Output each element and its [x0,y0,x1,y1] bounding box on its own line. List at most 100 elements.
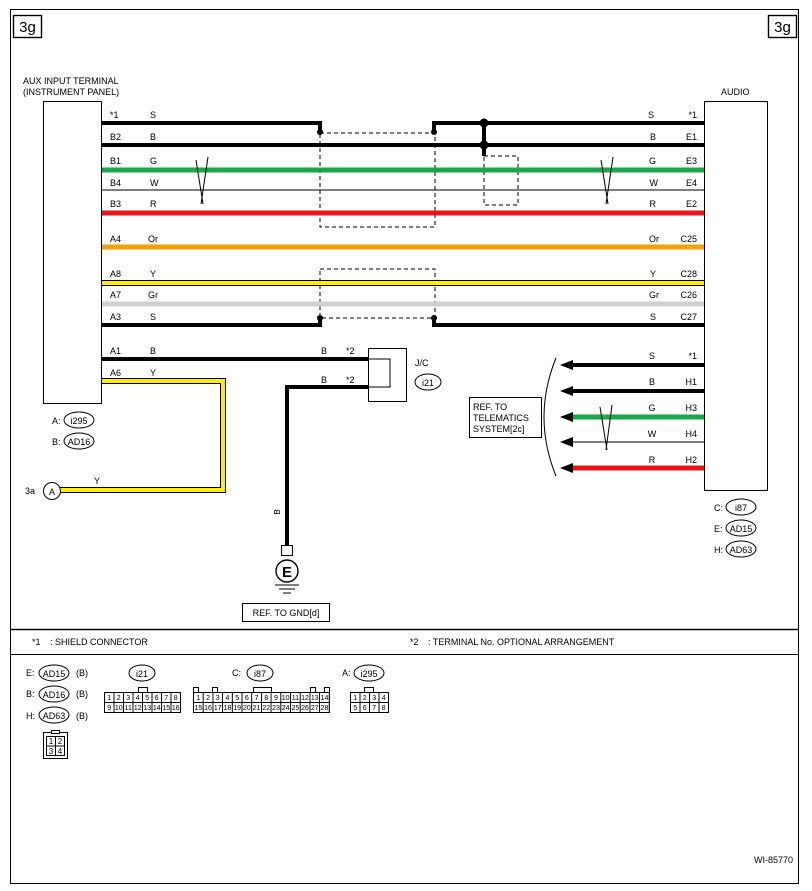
left-color: B [150,132,156,142]
arrow-icon [560,463,573,473]
junction-dot-top [479,118,489,128]
twist-mark-telematics [605,404,613,451]
right-pin: C28 [680,269,697,279]
right-pin: E3 [686,156,697,166]
shield-joint-top-left [317,129,323,135]
legend-i295-prefix: A: [342,668,351,678]
legend-i87-oval [246,664,274,682]
connector-tab [193,687,199,693]
left-pin: B1 [110,156,121,166]
connector-pin-number: 8 [382,705,386,712]
shield-wire-top-left [102,121,322,132]
aux-conn-b-prefix: B: [52,437,61,447]
connector-pin-number: 20 [243,705,251,712]
legend-b-oval [38,685,70,703]
connector-pin-number: 3 [126,695,130,702]
jc-in1-color: B [321,346,327,356]
legend-i21-conn: i21 [136,669,148,679]
connector-pin-number: 4 [382,695,386,702]
left-color: Gr [148,290,158,300]
small-pin: 2 [58,737,63,746]
legend-b-suffix: (B) [76,689,88,699]
connector-pin-number: 19 [233,705,241,712]
twist-mark-left-b [195,159,204,205]
connector-pin-cell [378,702,389,713]
connector-pin-number: 5 [235,695,239,702]
connector-pin-number: 7 [372,705,376,712]
aux-conn-b-oval [63,432,95,450]
left-pin: B2 [110,132,121,142]
connector-tab [310,687,316,693]
telematics-color: R [649,455,656,465]
arrow-icon [560,360,573,370]
left-color: R [150,199,157,209]
left-pin: B3 [110,199,121,209]
audio-conn-c-prefix: C: [714,503,723,513]
legend-h-prefix: H: [26,711,35,721]
shield-wire-bottom-right [432,318,704,327]
jc-box [368,348,407,402]
shield-wire-top-right [432,121,704,132]
aux-title-line2: (INSTRUMENT PANEL) [23,87,119,97]
page-label-right: 3g [774,19,791,36]
connector-pin-number: 12 [301,695,309,702]
right-pin: E4 [686,178,697,188]
connector-pin-number: 28 [321,705,329,712]
offpage-wire-color: Y [94,476,100,486]
left-color: W [150,178,159,188]
connector-pin-number: 17 [214,705,222,712]
right-color: S [648,110,654,120]
legend-h-suffix: (B) [76,711,88,721]
connector-pin-number: 1 [107,695,111,702]
left-pin: *1 [110,110,119,120]
ground-ref: REF. TO GND[d] [253,608,320,618]
shield-box-right [483,155,519,206]
ground-symbol-letter: E [282,564,292,581]
left-pin: A8 [110,269,121,279]
shield-joint-bottom-right [431,315,437,321]
connector-pin-number: 24 [282,705,290,712]
right-color: G [649,156,656,166]
arrow-icon [560,437,573,447]
twist-mark-telematics-b [599,406,608,451]
aux-conn-a-oval [63,411,95,429]
connector-pin-number: 16 [172,705,180,712]
connector-pin-number: 13 [311,695,319,702]
connector-tab [138,687,148,693]
connector-pin-number: 2 [206,695,210,702]
connector-pin-number: 23 [272,705,280,712]
telematics-color: B [649,377,655,387]
audio-conn-h-prefix: H: [714,545,723,555]
connector-pin-number: 5 [353,705,357,712]
connector-pin-number: 16 [204,705,212,712]
telematics-ref-line2: TELEMATICS [473,413,529,423]
audio-conn-e-prefix: E: [714,524,723,534]
page-label-left: 3g [19,19,36,36]
telematics-pin: H3 [685,403,697,413]
connector-pin-number: 6 [155,695,159,702]
connector-pin-number: 4 [225,695,229,702]
right-color: B [650,132,656,142]
right-pin: E1 [686,132,697,142]
connector-pin-number: 10 [282,695,290,702]
telematics-pin: H4 [685,429,697,439]
audio-conn-e: AD15 [730,524,753,534]
ground-wire [285,385,368,545]
connector-pin-number: 2 [117,695,121,702]
page-border [10,9,799,884]
left-color: S [150,312,156,322]
right-pin: *1 [688,110,697,120]
small-pin: 4 [58,747,63,756]
telematics-color: S [649,351,655,361]
connector-pin-number: 6 [363,705,367,712]
connector-pin-number: 5 [145,695,149,702]
connector-pin-number: 3 [372,695,376,702]
aux-conn-a: i295 [70,416,87,426]
connector-pin-number: 8 [174,695,178,702]
right-color: Y [650,269,656,279]
right-pin: C27 [680,312,697,322]
right-pin: C25 [680,234,697,244]
connector-pin-number: 4 [136,695,140,702]
legend-i295-conn: i295 [360,669,377,679]
